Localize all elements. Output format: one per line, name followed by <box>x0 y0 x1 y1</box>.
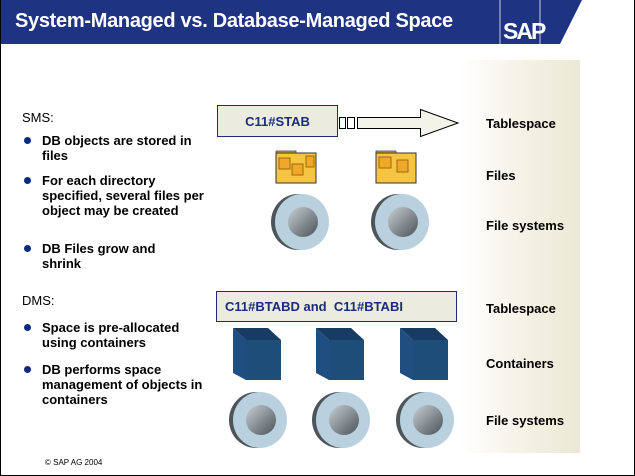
sms-tablespace-box: C11#STAB <box>217 105 338 137</box>
container-cube-icon <box>316 328 364 380</box>
container-cube-icon <box>233 328 281 380</box>
dms-heading: DMS: <box>22 293 55 308</box>
file-system-disk-icon <box>228 391 288 449</box>
sms-tablespace-name: C11#STAB <box>245 113 310 129</box>
page-title: System-Managed vs. Database-Managed Spac… <box>15 10 453 32</box>
bullet-icon <box>24 366 31 373</box>
sms-heading: SMS: <box>22 110 54 125</box>
label-panel <box>460 60 580 453</box>
sms-bullet: DB objects are stored in files <box>42 133 192 163</box>
dms-tablespace-box: C11#BTABD and C11#BTABI <box>216 291 457 322</box>
dms-bullet: DB performs space management of objects … <box>42 362 203 407</box>
copyright-footer: © SAP AG 2004 <box>45 458 103 467</box>
label-file-systems: File systems <box>486 218 565 233</box>
arrow-icon <box>339 108 460 138</box>
header-banner <box>0 0 582 44</box>
bullet-icon <box>24 177 31 184</box>
bullet-icon <box>24 245 31 252</box>
folder-icon <box>375 150 417 184</box>
file-system-disk-icon <box>370 193 430 251</box>
label-tablespace: Tablespace <box>486 301 556 316</box>
file-system-disk-icon <box>270 193 330 251</box>
container-cube-icon <box>400 328 448 380</box>
folder-icon <box>275 150 317 184</box>
bullet-icon <box>24 137 31 144</box>
label-containers: Containers <box>486 356 554 371</box>
sms-bullet: DB Files grow and shrink <box>42 241 156 271</box>
label-tablespace: Tablespace <box>486 116 556 131</box>
dms-bullet: Space is pre-allocated using containers <box>42 320 180 350</box>
label-files: Files <box>486 168 516 183</box>
file-system-disk-icon <box>395 391 455 449</box>
bullet-icon <box>24 324 31 331</box>
label-file-systems: File systems <box>486 413 565 428</box>
sap-logo: SAP <box>503 18 546 44</box>
file-system-disk-icon <box>311 391 371 449</box>
sms-bullet: For each directory specified, several fi… <box>42 173 204 218</box>
dms-tablespace-name: C11#BTABD and C11#BTABI <box>225 299 403 314</box>
